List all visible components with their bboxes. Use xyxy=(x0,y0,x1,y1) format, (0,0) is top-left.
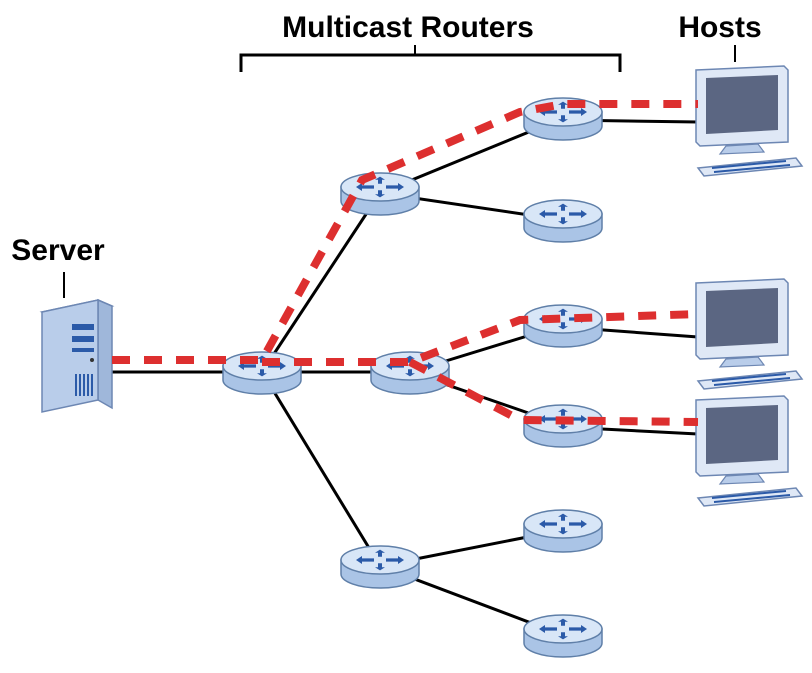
host-computer-2-icon xyxy=(695,278,804,390)
router-edge-1-icon xyxy=(524,98,602,140)
router-edge-5-icon xyxy=(524,510,602,552)
hosts-label: Hosts xyxy=(678,11,761,44)
router-edge-6-icon xyxy=(524,615,602,657)
host-computer-3-icon xyxy=(695,395,804,507)
router-edge-4-icon xyxy=(524,405,602,447)
routers-bracket xyxy=(239,53,622,72)
router-edge-3-icon xyxy=(524,305,602,347)
router-middle-icon xyxy=(371,352,449,394)
host-computer-1-icon xyxy=(695,65,804,177)
router-upper-icon xyxy=(341,173,419,215)
multicast-routers-label: Multicast Routers xyxy=(282,11,534,44)
server-label: Server xyxy=(11,234,105,267)
router-lower-icon xyxy=(341,546,419,588)
server-icon xyxy=(39,298,115,413)
router-edge-2-icon xyxy=(524,200,602,242)
multicast-path xyxy=(112,100,699,426)
